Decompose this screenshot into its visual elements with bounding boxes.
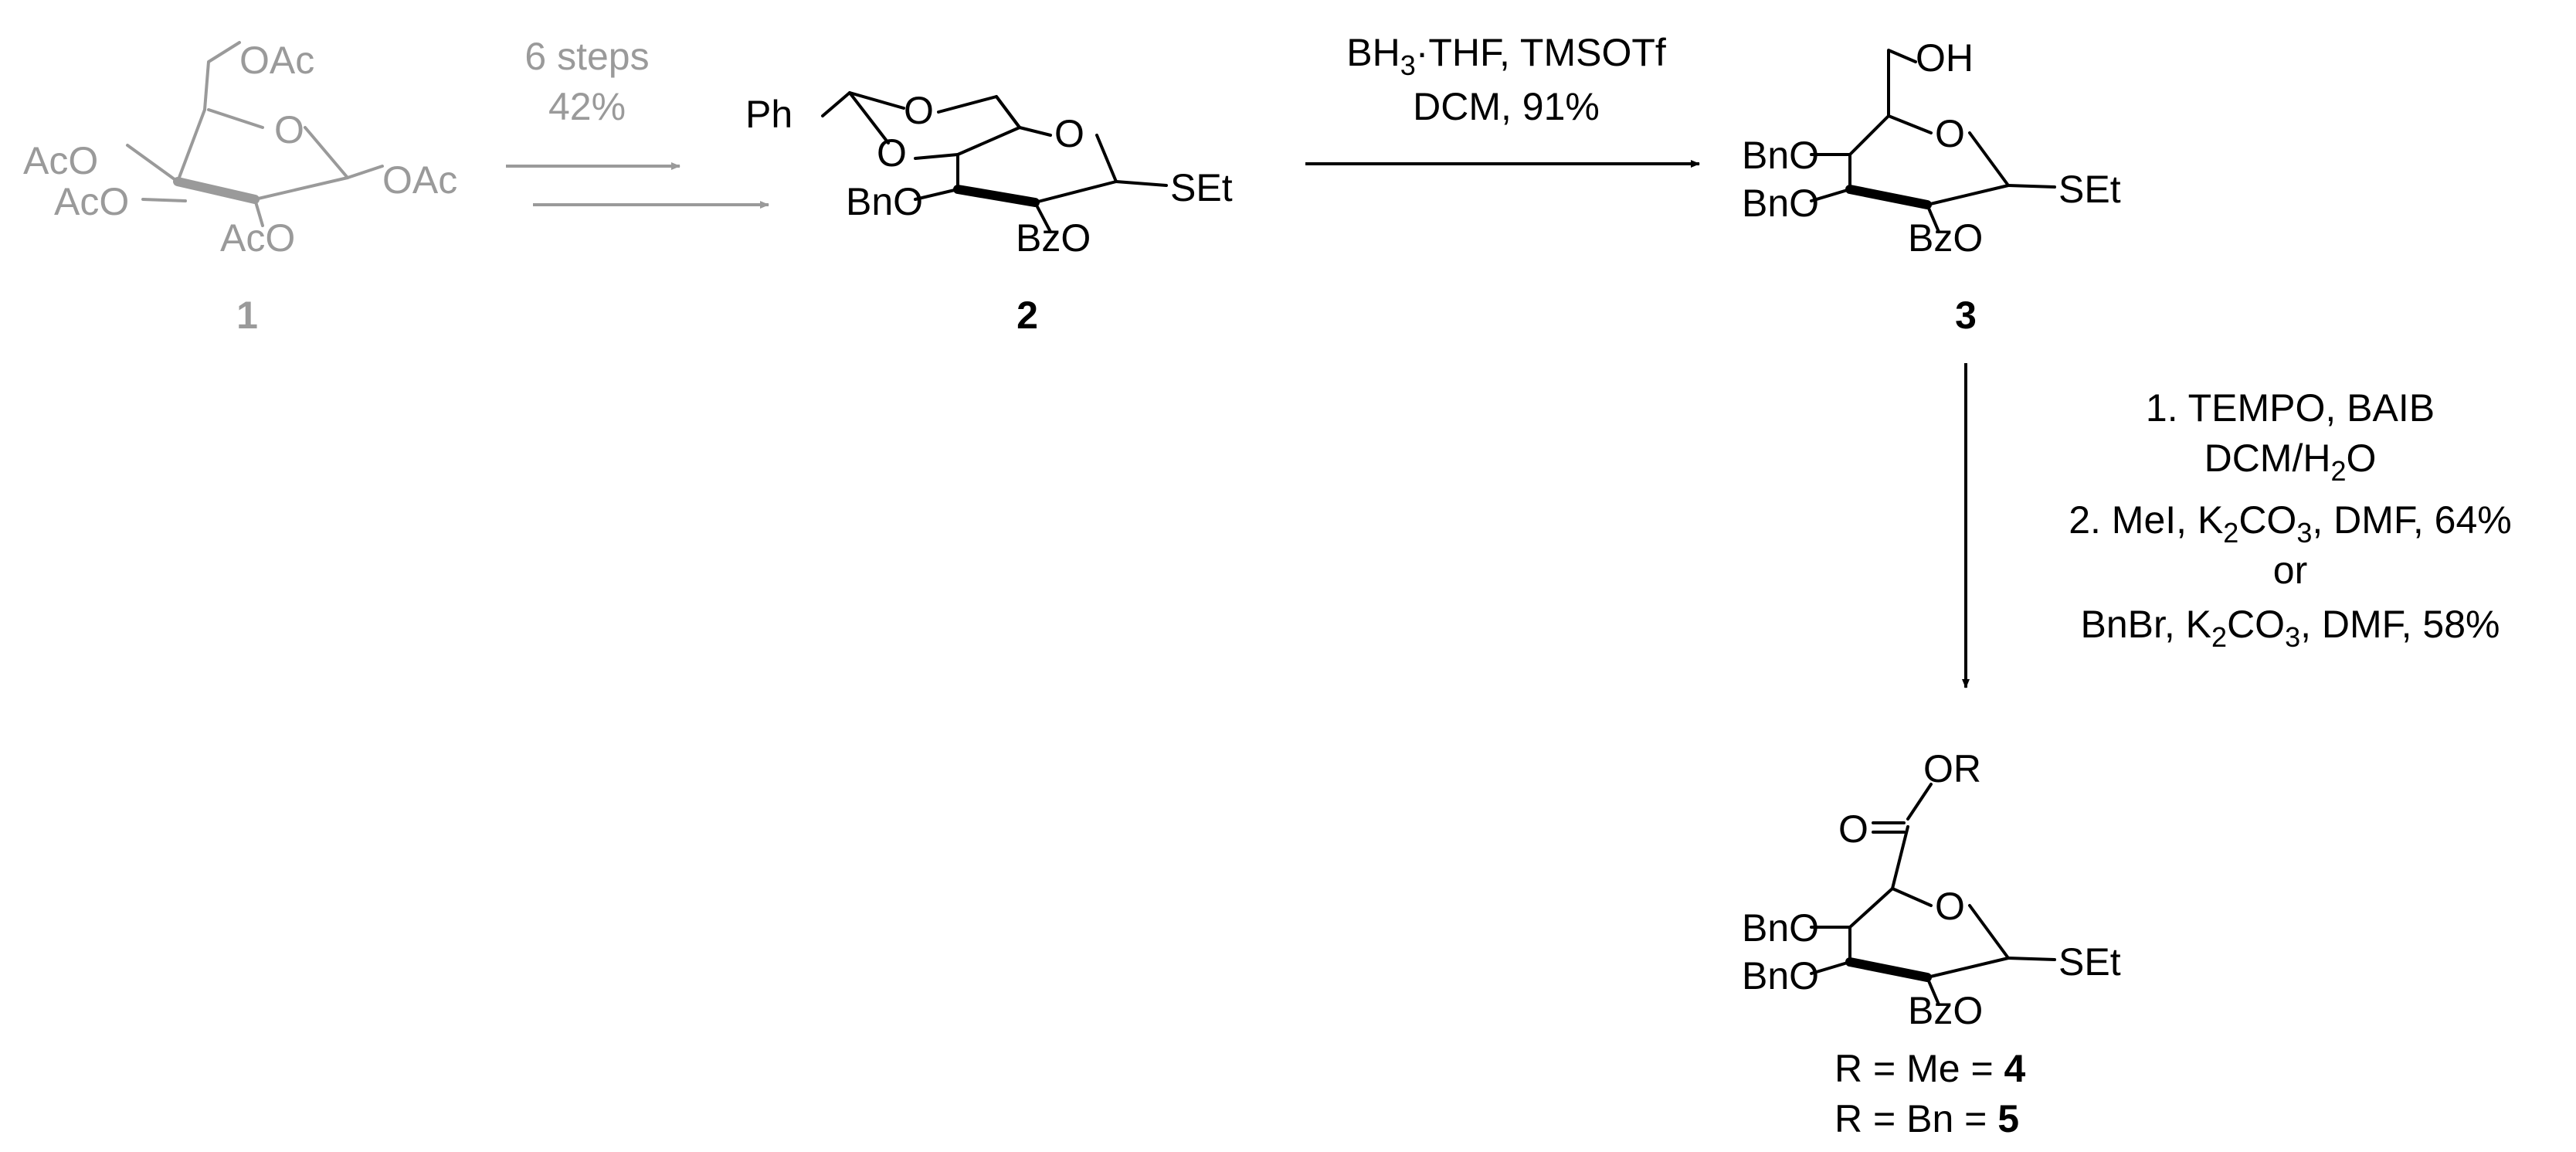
c45-ring-o: O bbox=[1935, 885, 1965, 928]
compound-3-number: 3 bbox=[1955, 294, 1977, 337]
compound-2: Ph O O O BnO BzO SEt 2 bbox=[745, 89, 1233, 337]
step-2-conditions-line1: BH3·THF, TMSOTf bbox=[1346, 31, 1666, 81]
c2-o2: O bbox=[877, 131, 907, 175]
step-2-line1-post: ·THF, TMSOTf bbox=[1416, 31, 1666, 74]
step-3-line3: 2. MeI, K2CO3, DMF, 64% bbox=[2069, 498, 2512, 549]
step-3-line2: DCM/H2O bbox=[2204, 437, 2377, 487]
r-bn-prefix: R = Bn = bbox=[1834, 1097, 1997, 1140]
compound-5-number: 5 bbox=[1997, 1097, 2019, 1140]
compound-3: OH O BnO BnO BzO SEt 3 bbox=[1742, 36, 2121, 337]
compound-4-number: 4 bbox=[2004, 1047, 2026, 1090]
c45-or: OR bbox=[1923, 747, 1981, 790]
step-3-line5-sub1: 2 bbox=[2211, 621, 2227, 653]
r-me-label: R = Me = 4 bbox=[1834, 1047, 2026, 1090]
compound-4-5-bonds bbox=[1810, 783, 2056, 1006]
step-3-line3-pre: 2. MeI, K bbox=[2069, 498, 2223, 542]
step-3-line5-post: , DMF, 58% bbox=[2300, 603, 2500, 646]
r-me-prefix: R = Me = bbox=[1834, 1047, 2004, 1090]
c1-aco-bottom: AcO bbox=[220, 216, 295, 260]
c2-bno: BnO bbox=[846, 180, 923, 223]
c3-bzo: BzO bbox=[1908, 216, 1983, 260]
step-3-line2-pre: DCM/H bbox=[2204, 437, 2331, 480]
compound-4-5: OR O O BnO BnO BzO SEt R = Me = 4 R = Bn… bbox=[1742, 747, 2121, 1140]
c2-set: SEt bbox=[1170, 166, 1233, 209]
step-3-line3-sub2: 3 bbox=[2296, 517, 2312, 549]
step-3-line3-mid: CO bbox=[2238, 498, 2296, 542]
c2-ph: Ph bbox=[745, 93, 792, 136]
c2-o1: O bbox=[904, 89, 934, 132]
c1-oac-right: OAc bbox=[382, 158, 457, 202]
c1-ring-o: O bbox=[274, 108, 304, 151]
step-1-arrows bbox=[506, 162, 769, 209]
step-3-line4: or bbox=[2273, 549, 2307, 592]
compound-1: OAc O AcO AcO OAc AcO 1 bbox=[23, 39, 457, 337]
c45-set: SEt bbox=[2058, 940, 2121, 984]
step-3-line5-pre: BnBr, K bbox=[2081, 603, 2212, 646]
step-2-conditions-line2: DCM, 91% bbox=[1413, 85, 1600, 128]
c1-oac-top: OAc bbox=[239, 39, 314, 82]
step-3-line5: BnBr, K2CO3, DMF, 58% bbox=[2081, 603, 2500, 653]
compound-2-bonds bbox=[821, 91, 1168, 233]
compound-2-number: 2 bbox=[1016, 294, 1038, 337]
step-1-conditions-line2: 42% bbox=[548, 85, 626, 128]
c2-ring-o: O bbox=[1054, 112, 1084, 155]
step-2-line1-pre: BH bbox=[1346, 31, 1400, 74]
c2-bzo: BzO bbox=[1016, 216, 1091, 260]
compound-1-number: 1 bbox=[236, 294, 258, 337]
step-1-conditions-line1: 6 steps bbox=[524, 35, 649, 78]
compound-3-bonds bbox=[1810, 49, 2056, 233]
c3-oh: OH bbox=[1916, 36, 1974, 80]
c45-carbonyl-o: O bbox=[1838, 807, 1868, 851]
step-3-line2-post: O bbox=[2347, 437, 2377, 480]
compound-1-bonds bbox=[126, 41, 384, 227]
c45-bno-upper: BnO bbox=[1742, 906, 1819, 950]
step-2-line1-sub: 3 bbox=[1400, 49, 1416, 81]
step-3-line5-sub2: 3 bbox=[2285, 621, 2300, 653]
r-bn-label: R = Bn = 5 bbox=[1834, 1097, 2019, 1140]
c45-bzo: BzO bbox=[1908, 989, 1983, 1032]
step-3-line3-post: , DMF, 64% bbox=[2312, 498, 2511, 542]
step-3-line5-mid: CO bbox=[2227, 603, 2285, 646]
c3-ring-o: O bbox=[1935, 112, 1965, 155]
step-3-conditions: 1. TEMPO, BAIB DCM/H2O 2. MeI, K2CO3, DM… bbox=[2069, 386, 2512, 653]
step-3-line3-sub1: 2 bbox=[2223, 517, 2238, 549]
step-3-line1: 1. TEMPO, BAIB bbox=[2146, 386, 2435, 430]
c45-bno-lower: BnO bbox=[1742, 954, 1819, 997]
c3-set: SEt bbox=[2058, 168, 2121, 211]
c3-bno-lower: BnO bbox=[1742, 182, 1819, 225]
c3-bno-upper: BnO bbox=[1742, 134, 1819, 177]
c1-aco-lower: AcO bbox=[54, 180, 129, 223]
c1-aco-upper: AcO bbox=[23, 139, 98, 182]
step-3-line2-sub: 2 bbox=[2330, 455, 2346, 487]
